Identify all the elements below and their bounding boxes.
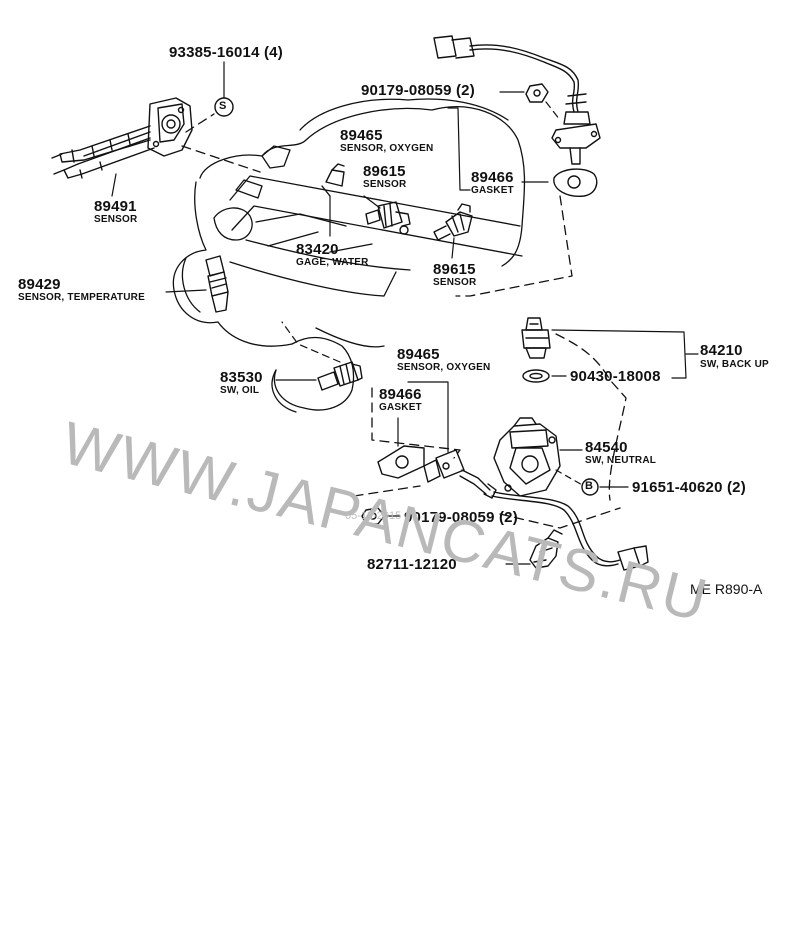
nut-90179-lower xyxy=(361,507,385,525)
switch-84540-drawing xyxy=(493,417,561,497)
part-desc-89465-lower: SENSOR, OXYGEN xyxy=(397,362,491,373)
sensor-89615-mid-drawing xyxy=(365,201,411,235)
dash-84540 xyxy=(555,469,585,487)
part-desc-89615-right: SENSOR xyxy=(433,277,477,288)
symbol-s-label: S xyxy=(219,100,227,112)
sensor-89615-right-drawing xyxy=(433,203,473,241)
part-number-91651: 91651-40620 (2) xyxy=(632,479,746,496)
part-number-82711: 82711-12120 xyxy=(367,556,457,573)
part-desc-83530: SW, OIL xyxy=(220,385,260,396)
bracket-89465-lower xyxy=(407,381,449,453)
sensor-89465-head-drawing xyxy=(321,163,345,197)
symbol-b-label: B xyxy=(585,480,593,492)
bracket-upper xyxy=(447,107,471,191)
dash-93385 xyxy=(185,113,215,133)
part-desc-84540: SW, NEUTRAL xyxy=(585,455,657,466)
sensor-89491-drawing xyxy=(51,97,193,179)
switch-84210-drawing xyxy=(521,317,551,359)
part-number-93385: 93385-16014 (4) xyxy=(169,44,283,61)
sensor-89429-drawing xyxy=(205,255,229,313)
part-desc-89615-mid: SENSOR xyxy=(363,179,407,190)
gasket-89466-lower xyxy=(377,445,425,479)
symbol-b-circle xyxy=(581,478,599,496)
dash-lower-right xyxy=(499,507,621,529)
part-number-89465-lower: 89465 xyxy=(397,346,440,363)
part-number-83420: 83420 xyxy=(296,241,339,258)
part-number-89615-right: 89615 xyxy=(433,261,476,278)
part-number-89429: 89429 xyxy=(18,276,61,293)
dash-lower-group xyxy=(371,387,461,459)
part-desc-89429: SENSOR, TEMPERATURE xyxy=(18,292,145,303)
diagram-reference: ME R890-A xyxy=(690,581,763,597)
part-number-89615-mid: 89615 xyxy=(363,163,406,180)
part-number-90430: 90430-18008 xyxy=(570,368,661,385)
oxygen-sensor-lower-drawing xyxy=(423,449,649,571)
gasket-89466-top xyxy=(553,168,598,197)
bracket-84210 xyxy=(551,329,699,379)
part-number-83530: 83530 xyxy=(220,369,263,386)
dash-83530 xyxy=(281,321,341,363)
part-desc-83420: GAGE, WATER xyxy=(296,257,369,268)
leader-89615-right xyxy=(451,237,455,259)
part-number-90179-top: 90179-08059 (2) xyxy=(361,82,475,99)
oxygen-sensor-top-drawing xyxy=(433,35,601,165)
switch-83530-drawing xyxy=(317,361,363,391)
part-number-84210: 84210 xyxy=(700,342,743,359)
dash-89491-engine xyxy=(181,145,261,173)
part-number-90179-lower: 90179-08059 (2) xyxy=(404,509,518,526)
clamp-82711-drawing xyxy=(529,529,563,569)
washer-90430 xyxy=(522,369,550,383)
part-number-89465-top: 89465 xyxy=(340,127,383,144)
dash-lower-left xyxy=(353,485,421,497)
leader-89429 xyxy=(165,289,207,293)
part-number-89466-lower: 89466 xyxy=(379,386,422,403)
nut-90179-top xyxy=(525,83,549,103)
part-desc-89466-lower: GASKET xyxy=(379,402,422,413)
leader-89491 xyxy=(111,173,117,197)
part-desc-89466-top: GASKET xyxy=(471,185,514,196)
part-number-84540: 84540 xyxy=(585,439,628,456)
watermark-date: 05-12-2015 xyxy=(345,510,402,522)
dash-84210 xyxy=(555,333,627,501)
leader-89615-mid xyxy=(363,195,381,209)
part-desc-89465-top: SENSOR, OXYGEN xyxy=(340,143,434,154)
part-number-89466-top: 89466 xyxy=(471,169,514,186)
part-number-89491: 89491 xyxy=(94,198,137,215)
part-desc-89491: SENSOR xyxy=(94,214,138,225)
dash-nut-sensor xyxy=(545,101,561,121)
part-desc-84210: SW, BACK UP xyxy=(700,359,769,370)
engine-outline xyxy=(172,98,526,413)
